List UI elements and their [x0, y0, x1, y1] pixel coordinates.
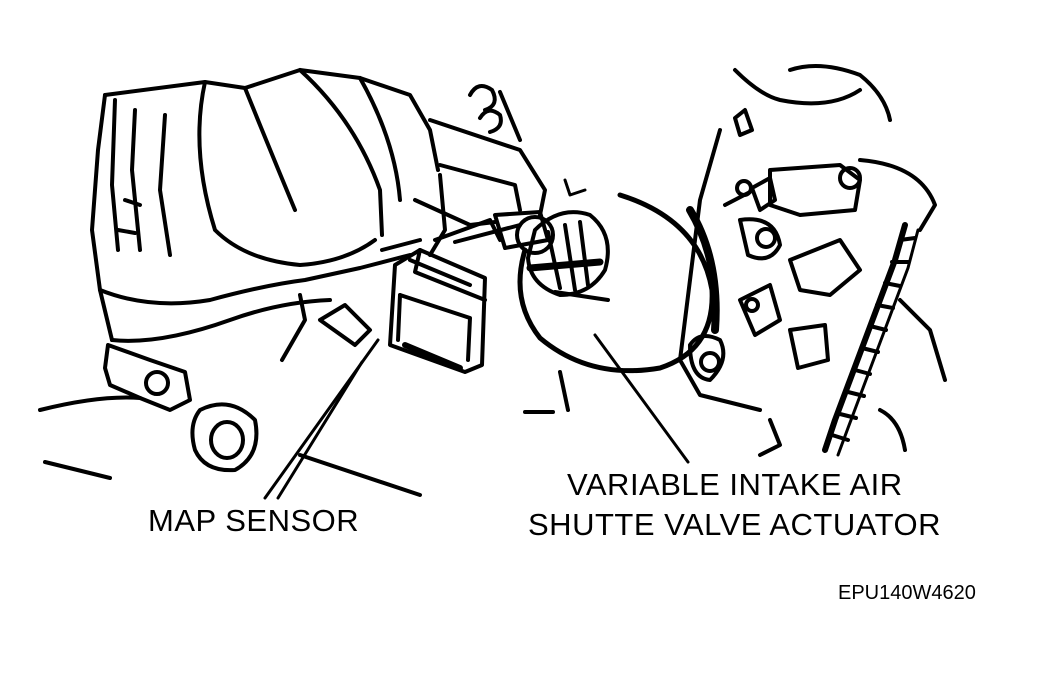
actuator-label-line-1: VARIABLE INTAKE AIR [567, 467, 903, 502]
mounting-bracket-drawing [38, 293, 422, 497]
actuator-label-line-2: SHUTTE VALVE ACTUATOR [528, 507, 942, 542]
map-sensor-label: MAP SENSOR [148, 503, 360, 538]
throttle-body-drawing [413, 84, 587, 414]
leader-lines [263, 333, 690, 500]
timing-belt-drawing [822, 222, 920, 457]
cylinder-head-drawing [678, 64, 947, 457]
map-sensor-leader-2 [276, 360, 364, 500]
actuator-leader [593, 333, 690, 464]
intake-manifold-drawing [90, 68, 447, 343]
figure-code: EPU140W4620 [838, 582, 976, 604]
map-sensor-drawing [380, 218, 522, 374]
